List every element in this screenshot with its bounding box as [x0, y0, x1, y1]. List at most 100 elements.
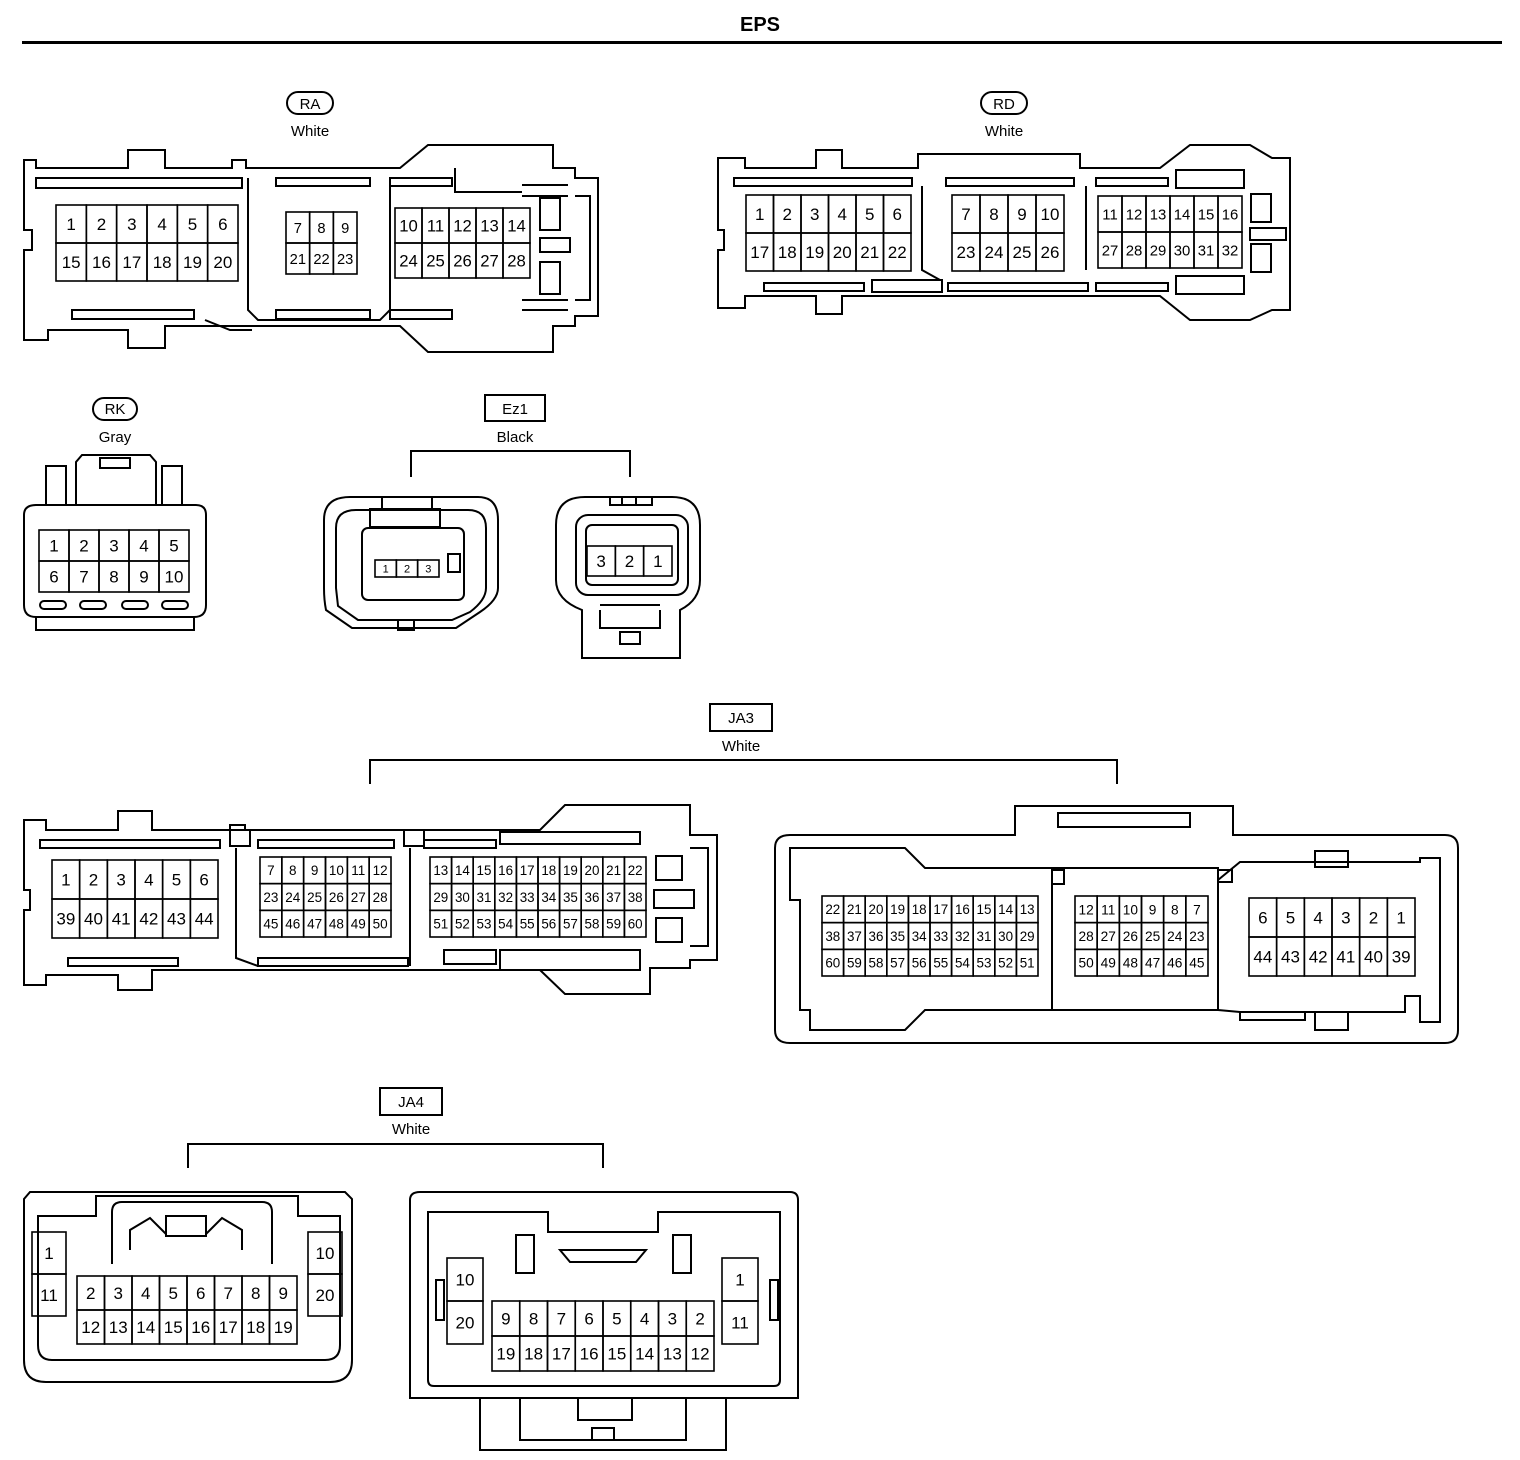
terminal-number: 29 [1020, 929, 1035, 944]
terminal-number: 3 [114, 1284, 123, 1303]
terminal-number: 23 [337, 252, 353, 268]
terminal-number: 14 [136, 1318, 155, 1337]
ja3-code: JA3 [728, 710, 754, 727]
terminal-number: 26 [453, 252, 472, 271]
terminal-number: 20 [213, 253, 232, 272]
ja4-right-housing [409, 1191, 799, 1451]
terminal-number: 1 [383, 563, 389, 575]
terminal-number: 1 [1396, 909, 1405, 928]
terminal-number: 46 [1167, 956, 1183, 971]
terminal-number: 15 [1198, 207, 1215, 223]
terminal-number: 3 [668, 1310, 677, 1329]
terminal-cell [1217, 231, 1243, 269]
terminal-number: 13 [480, 217, 499, 236]
terminal-cell [642, 545, 673, 577]
ra-code: RA [300, 96, 321, 113]
terminal-cell [158, 560, 190, 593]
terminal-number: 12 [453, 217, 472, 236]
terminal-cell [882, 232, 912, 272]
terminal-number: 5 [169, 537, 178, 556]
terminal-number: 56 [912, 955, 927, 970]
terminal-cell [307, 1273, 343, 1317]
terminal-number: 47 [307, 917, 322, 932]
terminal-number: 2 [86, 1284, 95, 1303]
terminal-number: 6 [1258, 909, 1267, 928]
terminal-number: 48 [1123, 956, 1139, 971]
terminal-number: 39 [1392, 948, 1411, 967]
terminal-number: 23 [263, 890, 278, 905]
terminal-number: 35 [890, 929, 905, 944]
terminal-number: 18 [541, 863, 556, 878]
terminal-cell [268, 1309, 298, 1345]
terminal-number: 3 [127, 215, 136, 234]
terminal-number: 44 [195, 910, 214, 929]
terminal-number: 17 [933, 902, 948, 917]
terminal-number: 57 [563, 916, 578, 931]
terminal-number: 1 [66, 215, 75, 234]
terminal-number: 11 [351, 863, 365, 878]
terminal-number: 12 [691, 1345, 710, 1364]
terminal-number: 26 [1041, 243, 1060, 262]
terminal-number: 11 [427, 217, 444, 236]
terminal-number: 26 [329, 890, 344, 905]
terminal-number: 7 [294, 221, 302, 237]
terminal-number: 31 [1198, 243, 1215, 259]
terminal-number: 20 [316, 1286, 335, 1305]
terminal-number: 6 [218, 215, 227, 234]
terminal-cell [368, 909, 392, 938]
terminal-number: 4 [141, 1284, 150, 1303]
ja3-right-housing [774, 805, 1459, 1044]
terminal-number: 9 [1149, 902, 1157, 917]
ez1-female-housing [323, 496, 499, 631]
terminal-number: 55 [520, 916, 535, 931]
terminal-number: 32 [1222, 243, 1239, 259]
terminal-number: 41 [1336, 948, 1355, 967]
terminal-number: 27 [1102, 243, 1119, 259]
terminal-number: 14 [455, 863, 470, 878]
terminal-number: 34 [912, 929, 927, 944]
terminal-number: 2 [695, 1310, 704, 1329]
terminal-number: 9 [139, 568, 148, 587]
terminal-number: 28 [1126, 243, 1143, 259]
terminal-number: 7 [224, 1284, 233, 1303]
terminal-number: 21 [847, 902, 862, 917]
terminal-cell [1015, 948, 1039, 977]
terminal-number: 50 [1078, 956, 1094, 971]
terminal-number: 19 [183, 253, 202, 272]
terminal-number: 45 [263, 917, 278, 932]
terminal-number: 9 [311, 863, 319, 878]
terminal-number: 48 [329, 917, 344, 932]
terminal-number: 19 [805, 243, 824, 262]
terminal-number: 53 [977, 955, 992, 970]
terminal-number: 5 [169, 1284, 178, 1303]
terminal-number: 46 [285, 917, 300, 932]
terminal-number: 29 [1150, 243, 1167, 259]
terminal-cell [623, 909, 647, 938]
terminal-number: 12 [1126, 207, 1143, 223]
ez1-male-housing [555, 496, 701, 659]
terminal-number: 17 [219, 1318, 238, 1337]
terminal-number: 39 [56, 910, 75, 929]
terminal-number: 15 [62, 253, 81, 272]
terminal-number: 2 [783, 205, 792, 224]
rd-code: RD [993, 96, 1015, 113]
terminal-number: 22 [628, 863, 643, 878]
terminal-number: 6 [199, 871, 208, 890]
terminal-number: 19 [563, 863, 578, 878]
terminal-number: 5 [188, 215, 197, 234]
terminal-cell [1386, 936, 1416, 977]
terminal-number: 22 [825, 902, 840, 917]
terminal-number: 3 [116, 871, 125, 890]
terminal-number: 8 [289, 863, 297, 878]
terminal-number: 17 [750, 243, 769, 262]
terminal-number: 12 [373, 863, 388, 878]
terminal-number: 26 [1123, 929, 1139, 944]
terminal-number: 13 [1150, 207, 1167, 223]
rd-label-pill [980, 91, 1028, 115]
terminal-number: 14 [1174, 207, 1191, 223]
terminal-number: 1 [653, 552, 662, 571]
